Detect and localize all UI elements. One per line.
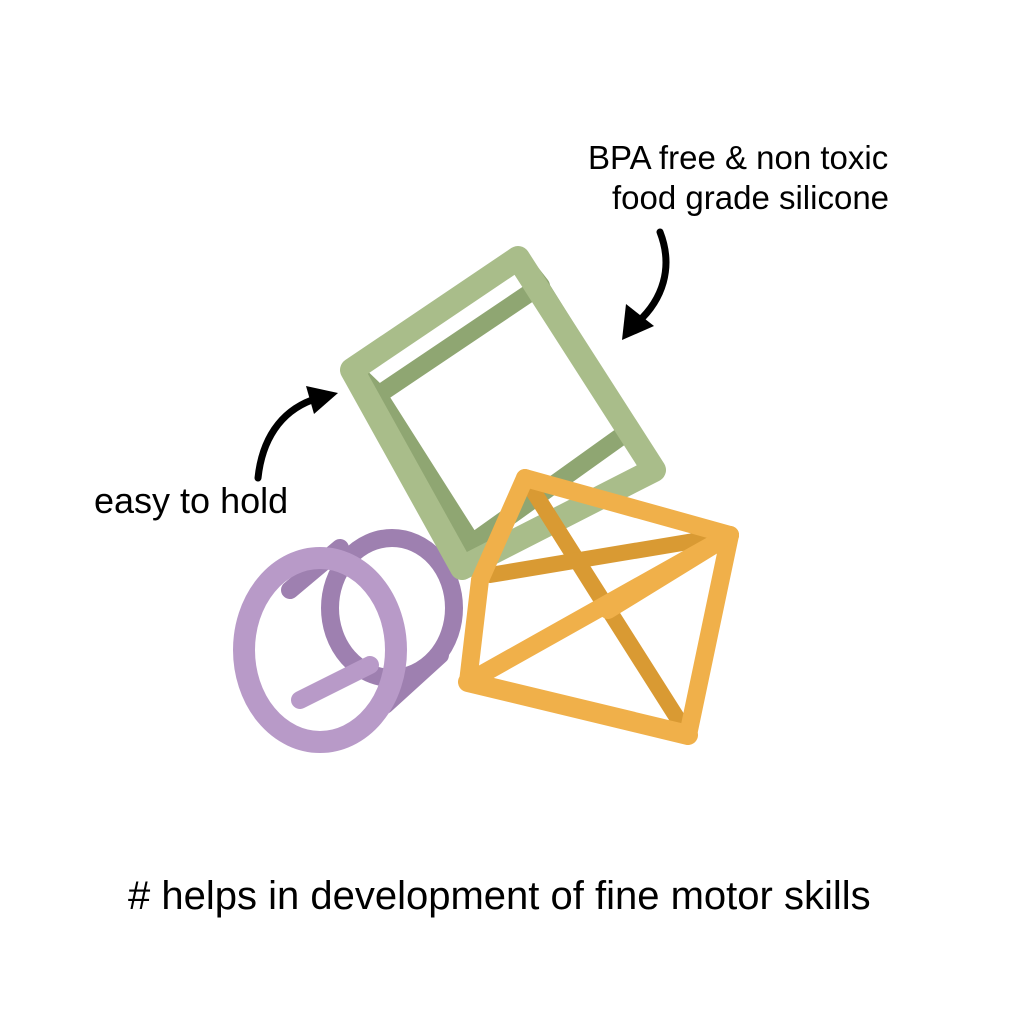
green-cube-teether	[340, 246, 666, 580]
motor-skills-caption: # helps in development of fine motor ski…	[128, 874, 871, 918]
easy-to-hold-label: easy to hold	[94, 480, 289, 521]
bpa-free-label: BPA free & non toxic food grade silicone	[588, 138, 889, 217]
bpa-free-line2: food grade silicone	[612, 178, 890, 216]
arrow-up-right-icon	[254, 386, 338, 482]
bpa-free-line1: BPA free & non toxic	[588, 139, 889, 176]
orange-octahedron-teether	[458, 469, 739, 745]
purple-cylinder-teether	[233, 529, 463, 753]
arrow-down-left-icon	[622, 228, 670, 340]
